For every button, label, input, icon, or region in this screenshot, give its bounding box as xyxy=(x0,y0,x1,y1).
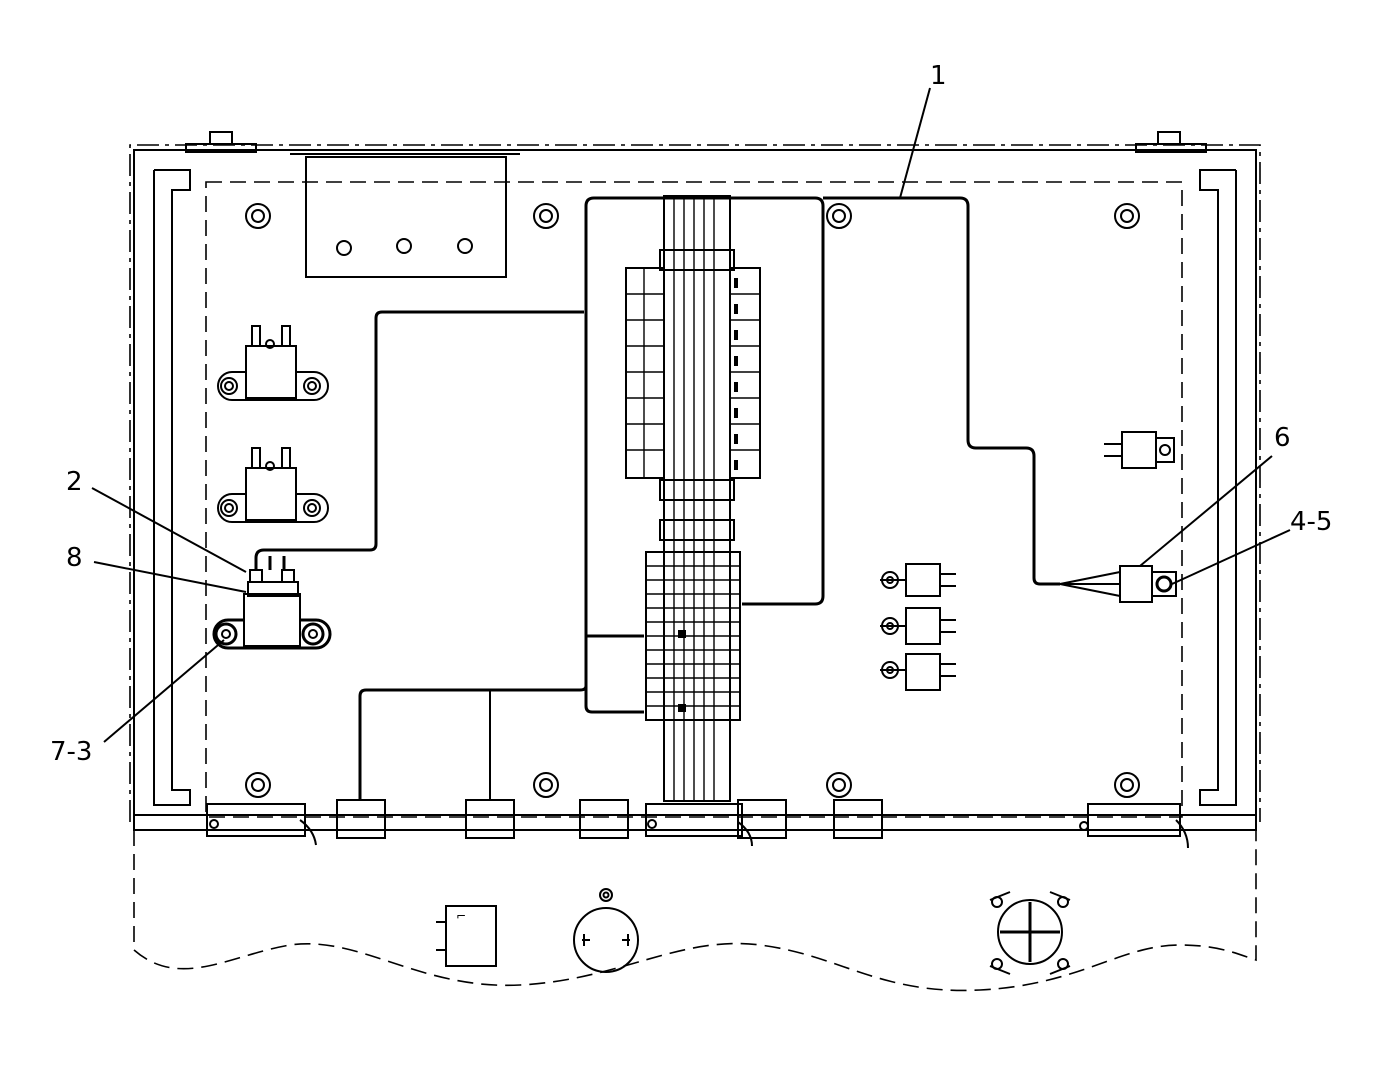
connector-item-6 xyxy=(1119,565,1177,603)
cover-switch-block: ⌐ xyxy=(436,905,497,967)
relay-lower xyxy=(217,447,329,523)
cover-fan xyxy=(989,891,1071,975)
relay-item-8 xyxy=(212,569,332,650)
callout-7-3: 7-3 xyxy=(50,737,92,767)
terminal-block xyxy=(645,551,741,721)
fuse-block-left xyxy=(625,267,665,479)
callout-6: 6 xyxy=(1274,423,1291,453)
cover-gauge xyxy=(573,888,639,973)
leader-lines xyxy=(91,87,1291,743)
callout-2: 2 xyxy=(66,467,83,497)
relay-upper xyxy=(217,325,329,401)
fuse-block-right xyxy=(729,267,761,479)
svg-text:⌐: ⌐ xyxy=(456,909,466,923)
din-rail xyxy=(659,195,735,802)
panel-enclosure xyxy=(133,131,1257,831)
callout-4-5: 4-5 xyxy=(1290,507,1332,537)
bottom-clips xyxy=(206,799,1189,849)
top-bracket xyxy=(305,156,507,278)
cover-break-line xyxy=(133,830,1257,992)
small-relay-3 xyxy=(880,653,956,691)
wiring-harness xyxy=(254,196,1121,800)
hidden-boundary xyxy=(129,144,1261,822)
small-relay-upper-right xyxy=(1104,431,1175,469)
callout-1: 1 xyxy=(930,61,947,91)
callout-8: 8 xyxy=(66,543,83,573)
small-relay-1 xyxy=(880,563,956,597)
mounting-bolts xyxy=(245,203,1140,798)
small-relay-2 xyxy=(880,607,956,645)
back-plate xyxy=(205,181,1183,818)
